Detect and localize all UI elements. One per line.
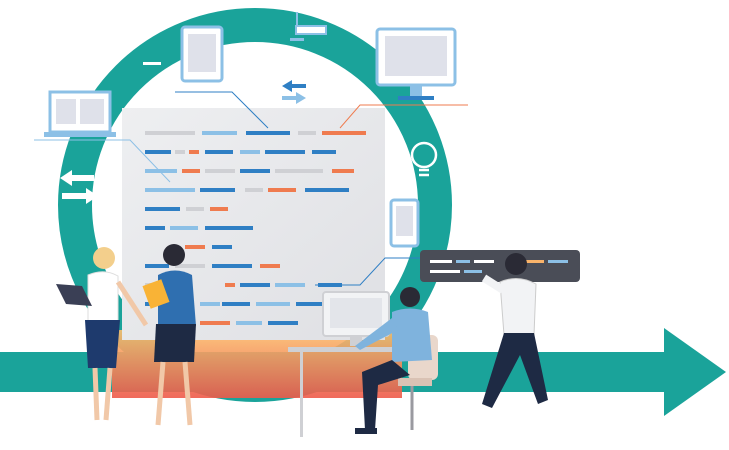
code-line-segment [202,131,237,135]
code-line-segment [240,283,270,287]
code-line-segment [205,226,253,230]
code-line-segment [275,283,305,287]
code-line-segment [145,226,165,230]
code-line-segment [189,150,199,154]
person-sitting-at-desk [355,287,438,434]
laptop-icon [44,90,116,137]
code-line-segment [170,226,198,230]
code-line-segment [200,188,235,192]
code-line-segment [222,302,250,306]
code-snippet-bar [420,250,580,282]
code-line-segment [182,169,200,173]
connector-lines [34,91,468,286]
code-line-segment [268,321,298,325]
code-line-segment [245,188,263,192]
code-line-segment [298,131,316,135]
monitor-icon [375,27,457,100]
code-line-segment [312,150,336,154]
phone-icon [389,198,420,248]
code-line-segment [322,131,366,135]
man-walking [481,253,548,408]
code-line-segment [256,302,290,306]
code-line-segment [145,264,169,268]
desk [288,291,400,437]
code-line-segment [185,245,205,249]
code-line-segment [260,264,280,268]
code-line-segment [205,150,233,154]
code-line-segment [175,150,185,154]
code-line-segment [145,207,180,211]
code-line-segment [268,188,296,192]
code-line-segment [296,302,324,306]
code-line-segment [236,321,262,325]
code-line-segment [212,245,232,249]
code-line-segment [225,283,235,287]
transfer-arrows-icon [60,170,98,204]
code-line-segment [305,188,349,192]
woman-with-folder [142,244,196,426]
code-line-segment [175,264,205,268]
code-line-segment [265,150,305,154]
code-line-segment [205,169,235,173]
code-line-segment [240,150,260,154]
code-line-segment [145,150,171,154]
code-line-segment [200,302,220,306]
code-line-segment [210,207,228,211]
code-line-segment [145,188,195,192]
code-line-segment [275,169,323,173]
code-line-segment [332,169,354,173]
router-icon [143,12,327,65]
code-line-segment [145,131,195,135]
sync-arrows-icon [282,80,306,104]
woman-with-laptop [56,247,149,421]
tablet-icon [180,25,224,83]
code-line-segment [186,207,204,211]
code-line-segment [145,169,177,173]
code-line-segment [240,169,270,173]
code-line-segment [246,131,290,135]
code-line-segment [200,321,230,325]
lightbulb-icon [410,141,438,177]
code-line-segment [212,264,252,268]
